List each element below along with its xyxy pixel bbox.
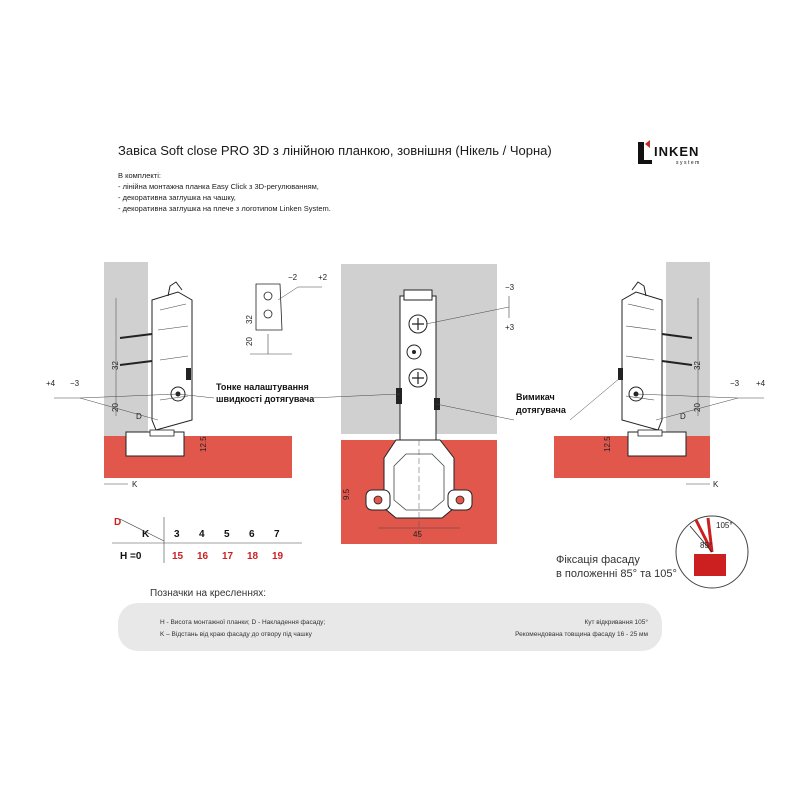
dim-minus2: −2 — [288, 273, 298, 282]
dim-d-left: D — [136, 412, 142, 421]
legend-left: H - Висота монтажної планки; D - Накладе… — [160, 617, 325, 641]
dim-d-right: D — [680, 412, 686, 421]
dim-plus4-right: +4 — [756, 379, 766, 388]
dim-small-32: 32 — [245, 315, 254, 324]
dim-plus3-top: +3 — [505, 323, 515, 332]
dim-plus2: +2 — [318, 273, 328, 282]
fixation-label: Фіксація фасаду в положенні 85° та 105° — [556, 553, 677, 581]
kit-heading: В комплекті: — [118, 171, 161, 180]
legend-box — [118, 603, 662, 651]
ktable-h-value: 16 — [197, 551, 209, 562]
switch-label-1: Вимикач — [516, 392, 555, 402]
dim-minus3-left: −3 — [70, 379, 80, 388]
linken-logo: INKEN system — [638, 140, 701, 166]
dim-20-right: 20 — [693, 403, 702, 412]
small-plate-view: 32 20 −2 +2 — [245, 273, 328, 355]
logo-sub: system — [676, 160, 701, 166]
legend-line: Рекомендована товщина фасаду 16 - 25 мм — [515, 631, 648, 638]
angle-105: 105° — [716, 521, 733, 530]
ktable-k-value: 3 — [174, 529, 180, 540]
dim-minus3-right: −3 — [730, 379, 740, 388]
switch-label-2: дотягувача — [516, 405, 567, 415]
center-top-view: 45 9.5 −3 +3 — [341, 264, 515, 544]
speed-callout: Тонке налаштування швидкості дотягувача — [177, 382, 401, 404]
dim-45: 45 — [413, 530, 422, 539]
legend-line: K – Відстань від краю фасаду до отвору п… — [160, 631, 312, 638]
angle-85: 85° — [700, 541, 712, 550]
dim-plus4-left: +4 — [46, 379, 56, 388]
ktable-k-value: 6 — [249, 529, 255, 540]
legend-right: Кут відкривання 105° Рекомендована товщи… — [515, 617, 648, 641]
fixation-angle-diagram: 105° 85° — [675, 515, 749, 589]
ktable-h-value: 17 — [222, 551, 234, 562]
dim-12-5-left: 12.5 — [199, 436, 208, 452]
right-hinge-view: 32 20 D 12.5 K −3 +4 — [554, 262, 766, 489]
dim-32-left: 32 — [111, 361, 120, 370]
fixation-line1: Фіксація фасаду — [556, 554, 640, 566]
ktable-k-value: 7 — [274, 529, 280, 540]
ktable-k-value: 4 — [199, 529, 205, 540]
left-hinge-view: 32 20 D 12.5 K +4 −3 — [46, 262, 292, 489]
dim-small-20: 20 — [245, 337, 254, 346]
legend-title: Позначки на кресленнях: — [150, 588, 267, 599]
ktable-h-value: 15 — [172, 551, 184, 562]
dim-k-right: K — [713, 480, 719, 489]
dim-k-left: K — [132, 480, 138, 489]
ktable-k-value: 5 — [224, 529, 230, 540]
ktable-h-label: H =0 — [120, 551, 142, 562]
ktable-h-value: 19 — [272, 551, 284, 562]
ktable-d-label: D — [114, 517, 121, 528]
dim-12-5-right: 12.5 — [603, 436, 612, 452]
logo-text: INKEN — [654, 144, 699, 159]
kit-item: - лінійна монтажна планка Easy Click з 3… — [118, 182, 319, 191]
speed-label-1: Тонке налаштування — [216, 382, 309, 392]
dim-20-left: 20 — [111, 403, 120, 412]
k-table: D K H =0 3 15 4 16 5 17 6 18 7 19 — [112, 517, 302, 563]
switch-callout: Вимикач дотягувача — [435, 377, 621, 421]
ktable-k-label: K — [142, 529, 150, 540]
ktable-h-value: 18 — [247, 551, 259, 562]
legend-line: Кут відкривання 105° — [584, 619, 648, 626]
dim-32-right: 32 — [693, 361, 702, 370]
kit-item: - декоративна заглушка на плече з логоти… — [118, 204, 331, 213]
dim-minus3-top: −3 — [505, 283, 515, 292]
fixation-line2: в положенні 85° та 105° — [556, 568, 677, 580]
kit-item: - декоративна заглушка на чашку, — [118, 193, 236, 202]
legend-line: H - Висота монтажної планки; D - Накладе… — [160, 619, 326, 626]
dim-9-5: 9.5 — [342, 488, 351, 500]
speed-label-2: швидкості дотягувача — [216, 394, 315, 404]
kit-list: В комплекті: - лінійна монтажна планка E… — [118, 170, 331, 214]
page-title: Завіса Soft close PRO 3D з лінійною план… — [118, 143, 552, 158]
